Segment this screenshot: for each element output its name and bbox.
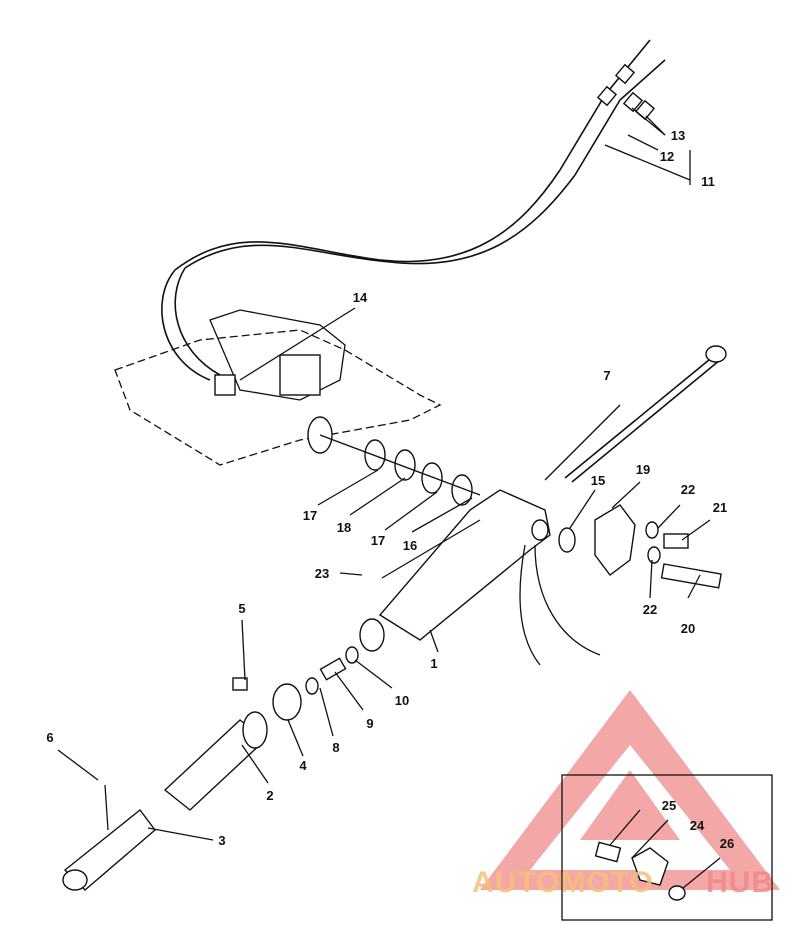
callout-16: 16 (403, 538, 417, 553)
callout-11: 11 (701, 174, 715, 189)
shift-throttle-cables (161, 39, 666, 381)
callout-17-a: 17 (303, 508, 317, 523)
callout-17-b: 17 (371, 533, 385, 548)
callout-22-b: 22 (643, 602, 657, 617)
callout-5: 5 (238, 601, 245, 616)
callout-labels: 1 2 3 4 5 6 7 8 9 10 11 12 13 14 15 16 1… (46, 128, 734, 851)
callout-3: 3 (218, 833, 225, 848)
callout-6: 6 (46, 730, 53, 745)
callout-26: 26 (720, 836, 734, 851)
throttle-rod (564, 345, 727, 483)
watermark-text-b: HUB (706, 866, 774, 899)
callout-21: 21 (713, 500, 727, 515)
callout-10: 10 (395, 693, 409, 708)
callout-19: 19 (636, 462, 650, 477)
callout-25: 25 (662, 798, 676, 813)
callout-1: 1 (430, 656, 437, 671)
callout-14: 14 (353, 290, 368, 305)
callout-18: 18 (337, 520, 351, 535)
callout-8: 8 (332, 740, 339, 755)
callout-13: 13 (671, 128, 685, 143)
callout-15: 15 (591, 473, 605, 488)
leader-lines (57, 107, 721, 889)
callout-12: 12 (660, 149, 674, 164)
watermark-logo (480, 690, 780, 890)
watermark-text-a: AUTOMOTO (472, 866, 654, 899)
callout-7: 7 (603, 368, 610, 383)
callout-4: 4 (299, 758, 307, 773)
tiller-housing (359, 489, 601, 666)
friction-hardware (558, 504, 722, 589)
callout-24: 24 (690, 818, 705, 833)
callout-2: 2 (266, 788, 273, 803)
inset-box (561, 774, 773, 921)
callout-22-a: 22 (681, 482, 695, 497)
callout-9: 9 (366, 716, 373, 731)
washer-stack (319, 434, 481, 506)
control-box-housing (114, 309, 442, 466)
callout-23: 23 (315, 566, 329, 581)
callout-20: 20 (681, 621, 695, 636)
watermark-text: AUTOMOTO HUB (472, 866, 774, 899)
grip-assembly (62, 646, 359, 891)
